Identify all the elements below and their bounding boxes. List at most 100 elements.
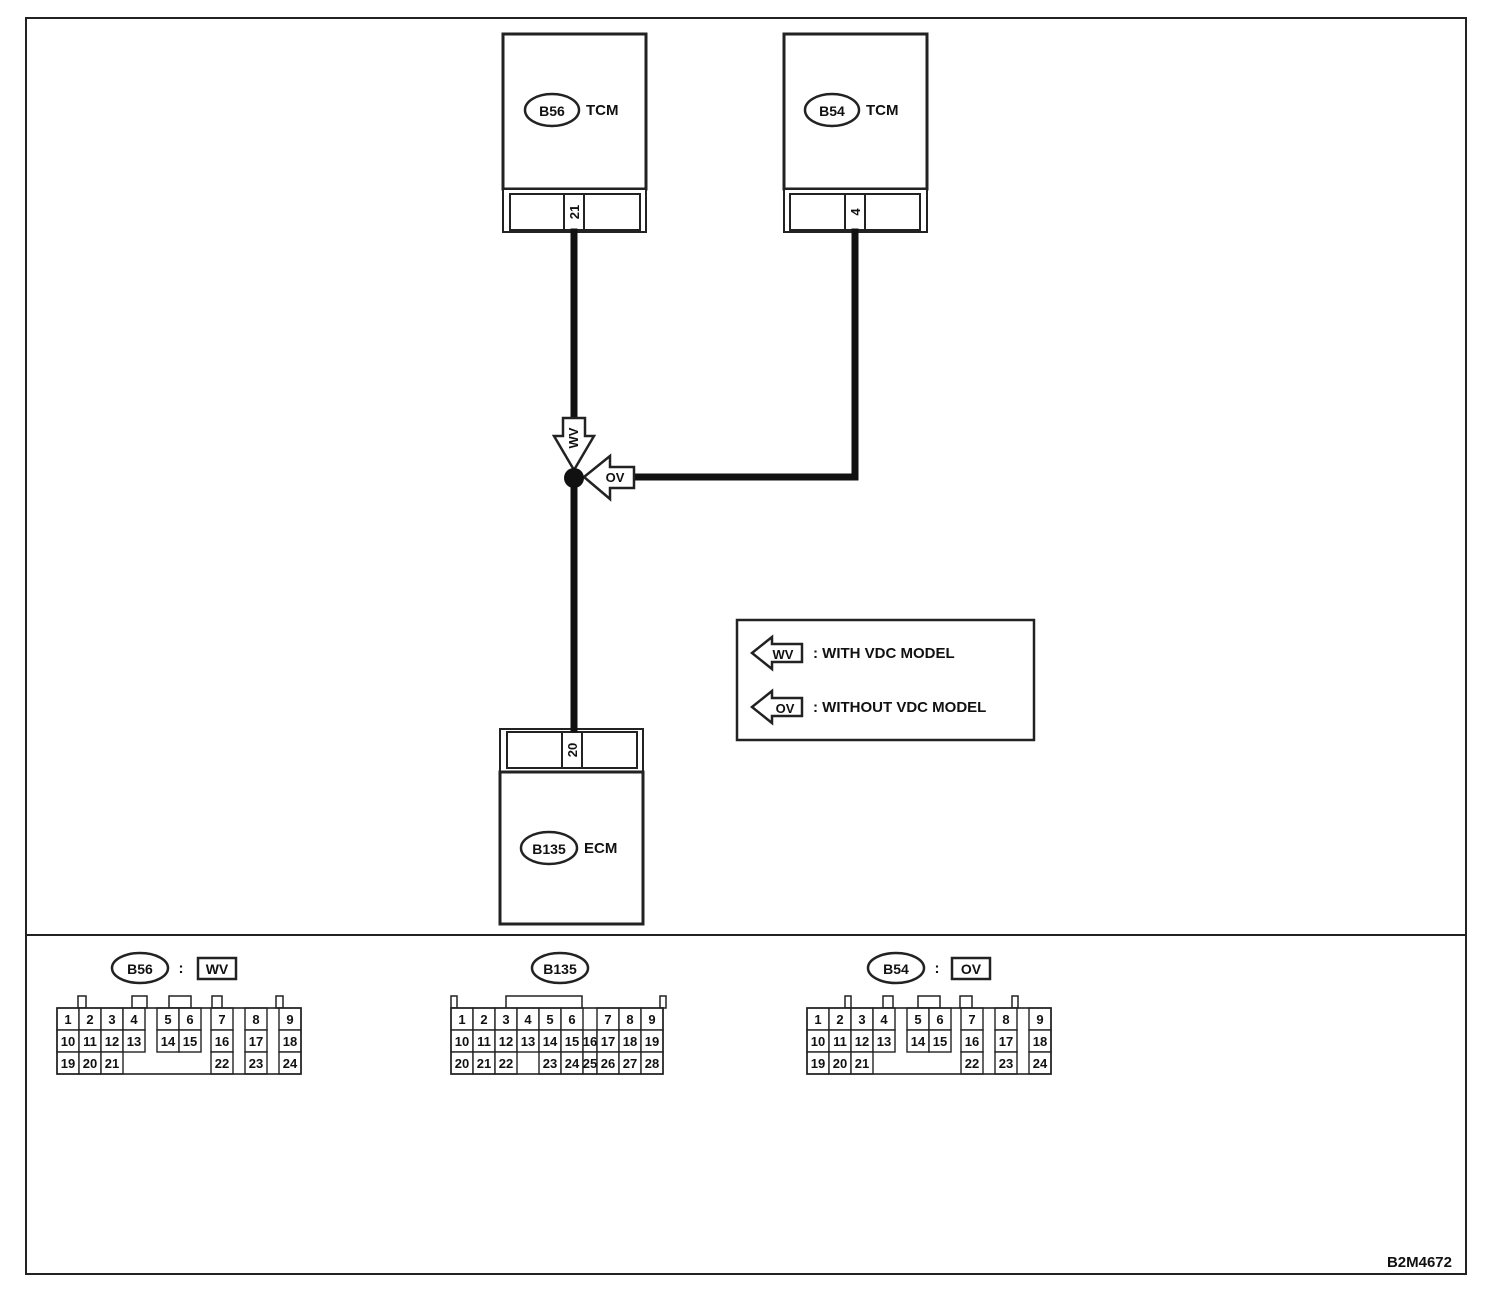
pin-number: 10 bbox=[61, 1034, 75, 1049]
legend-ov-text: : WITHOUT VDC MODEL bbox=[813, 699, 986, 716]
connector-outline bbox=[56, 1007, 302, 1075]
pin-number: 24 bbox=[1033, 1056, 1048, 1071]
pin-number: 9 bbox=[1036, 1012, 1043, 1027]
ov-tag-text: OV bbox=[606, 470, 625, 485]
wv-wire-tag: WV bbox=[551, 416, 597, 473]
pin-number: 17 bbox=[601, 1034, 615, 1049]
pin-number: 12 bbox=[499, 1034, 513, 1049]
pin-number: 12 bbox=[105, 1034, 119, 1049]
pin-number: 6 bbox=[186, 1012, 193, 1027]
pin-number: 21 bbox=[855, 1056, 869, 1071]
pin-number: 22 bbox=[215, 1056, 229, 1071]
b54-pin: 4 bbox=[848, 208, 863, 216]
pin-number: 1 bbox=[64, 1012, 71, 1027]
pin-number: 2 bbox=[836, 1012, 843, 1027]
pin-number: 3 bbox=[502, 1012, 509, 1027]
b135-code: B135 bbox=[532, 841, 566, 857]
pin-number: 20 bbox=[833, 1056, 847, 1071]
pin-number: 18 bbox=[283, 1034, 297, 1049]
pin-number: 3 bbox=[108, 1012, 115, 1027]
pin-number: 26 bbox=[601, 1056, 615, 1071]
pin-number: 19 bbox=[645, 1034, 659, 1049]
pin-number: 7 bbox=[604, 1012, 611, 1027]
b56-pin: 21 bbox=[567, 205, 582, 219]
pin-number: 11 bbox=[83, 1034, 97, 1049]
pin-number: 8 bbox=[1002, 1012, 1009, 1027]
wv-tag-text: WV bbox=[566, 427, 581, 448]
wire-harness bbox=[570, 228, 859, 733]
pin-number: 24 bbox=[565, 1056, 580, 1071]
legend: WV : WITH VDC MODEL OV : WITHOUT VDC MOD… bbox=[735, 618, 1036, 742]
wire-b54-to-splice bbox=[630, 228, 859, 481]
legend-wv-text: : WITH VDC MODEL bbox=[813, 645, 955, 662]
pin-number: 9 bbox=[286, 1012, 293, 1027]
legend-ov-tag: OV bbox=[776, 701, 795, 716]
b56-view-tag: WV bbox=[206, 961, 229, 977]
pin-number: 17 bbox=[999, 1034, 1013, 1049]
pin-number: 15 bbox=[183, 1034, 197, 1049]
pin-number: 16 bbox=[583, 1034, 597, 1049]
b135-view-header: B135 bbox=[530, 951, 590, 985]
b54-view-separator: : bbox=[935, 960, 940, 977]
pin-number: 19 bbox=[61, 1056, 75, 1071]
pin-number: 16 bbox=[215, 1034, 229, 1049]
b54-view-header: B54 : OV bbox=[866, 951, 992, 985]
pin-number: 23 bbox=[543, 1056, 557, 1071]
pin-number: 15 bbox=[933, 1034, 947, 1049]
pin-number: 16 bbox=[965, 1034, 979, 1049]
ov-wire-tag: OV bbox=[582, 453, 636, 502]
pin-number: 3 bbox=[858, 1012, 865, 1027]
legend-item-wv: WV : WITH VDC MODEL bbox=[749, 634, 955, 672]
pin-number: 4 bbox=[130, 1012, 138, 1027]
pin-number: 2 bbox=[86, 1012, 93, 1027]
pin-number: 12 bbox=[855, 1034, 869, 1049]
pin-number: 13 bbox=[877, 1034, 891, 1049]
pin-number: 6 bbox=[936, 1012, 943, 1027]
b54-name: TCM bbox=[866, 102, 899, 119]
pin-number: 6 bbox=[568, 1012, 575, 1027]
figure-id: B2M4672 bbox=[1387, 1254, 1452, 1271]
b56-view-separator: : bbox=[179, 960, 184, 977]
pin-number: 1 bbox=[458, 1012, 465, 1027]
pin-number: 27 bbox=[623, 1056, 637, 1071]
pin-number: 18 bbox=[623, 1034, 637, 1049]
pin-number: 10 bbox=[811, 1034, 825, 1049]
pin-number: 22 bbox=[499, 1056, 513, 1071]
diagram-frame bbox=[25, 17, 1467, 1275]
pin-number: 23 bbox=[249, 1056, 263, 1071]
b54-view-code: B54 bbox=[883, 961, 909, 977]
pin-number: 20 bbox=[455, 1056, 469, 1071]
pin-number: 13 bbox=[521, 1034, 535, 1049]
pin-number: 5 bbox=[164, 1012, 171, 1027]
pin-cell bbox=[928, 1029, 952, 1053]
pin-number: 4 bbox=[880, 1012, 888, 1027]
b56-code: B56 bbox=[539, 103, 565, 119]
b135-pin: 20 bbox=[565, 743, 580, 757]
b135-connector-badge bbox=[519, 830, 579, 866]
pin-number: 10 bbox=[455, 1034, 469, 1049]
pin-number: 17 bbox=[249, 1034, 263, 1049]
pin-number: 28 bbox=[645, 1056, 659, 1071]
pin-number: 14 bbox=[543, 1034, 558, 1049]
b56-view-code: B56 bbox=[127, 961, 153, 977]
pin-number: 19 bbox=[811, 1056, 825, 1071]
pin-number: 14 bbox=[911, 1034, 926, 1049]
b135-view-code: B135 bbox=[543, 961, 577, 977]
connector-outline bbox=[450, 1007, 664, 1075]
pin-number: 25 bbox=[583, 1056, 597, 1071]
connector-outline bbox=[806, 1007, 1052, 1075]
b54-tcm-module[interactable]: B54 TCM 4 bbox=[782, 32, 929, 233]
b54-code: B54 bbox=[819, 103, 845, 119]
b135-ecm-module[interactable]: B135 ECM 20 bbox=[498, 728, 645, 926]
legend-item-ov: OV : WITHOUT VDC MODEL bbox=[749, 688, 986, 726]
b56-tcm-module[interactable]: B56 TCM 21 bbox=[501, 32, 648, 233]
pin-number: 14 bbox=[161, 1034, 176, 1049]
pin-number: 9 bbox=[648, 1012, 655, 1027]
pin-cell bbox=[872, 1029, 896, 1053]
pin-number: 11 bbox=[833, 1034, 847, 1049]
pin-cell bbox=[178, 1029, 202, 1053]
